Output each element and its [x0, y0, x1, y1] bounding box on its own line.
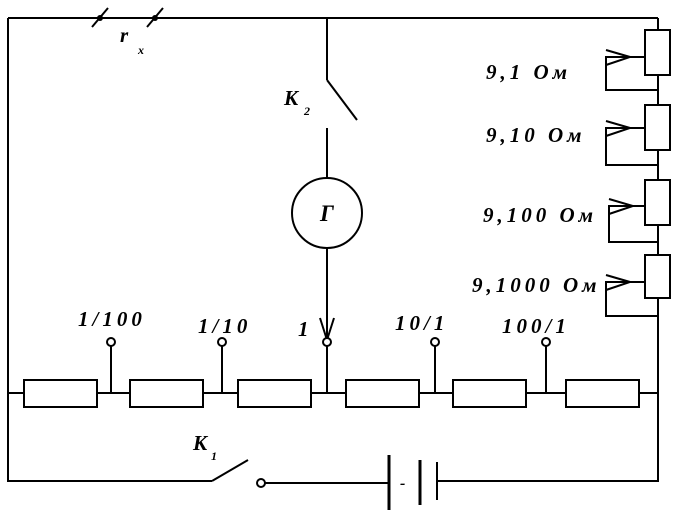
k1-label-sub: 1 [211, 449, 217, 463]
ratio-tap-100-1 [541, 337, 551, 393]
k1-label: К [192, 431, 211, 455]
ratio-tap-1-10 [217, 337, 227, 393]
ratio-label-1: 1 [298, 317, 313, 341]
ratio-resistor-1 [23, 379, 98, 408]
ratio-resistor-6 [565, 379, 640, 408]
ratio-resistor-5 [452, 379, 527, 408]
ratio-label-1-100: 1/100 [78, 307, 146, 331]
decade-rheostat-4 [605, 254, 671, 317]
right-wire-lower [437, 298, 659, 482]
decade-rheostat-3 [608, 179, 671, 255]
k2-label-sub: 2 [303, 104, 310, 118]
decade-rheostat-2 [605, 104, 671, 180]
decade-label-3: 9,100 Ом [483, 203, 597, 227]
ratio-tap-1-100 [106, 337, 116, 393]
decade-label-2: 9,10 Ом [486, 123, 586, 147]
ratio-label-100-1: 100/1 [502, 314, 570, 338]
decade-label-1: 9,1 Ом [486, 60, 571, 84]
decade-rheostat-1 [605, 29, 671, 105]
switch-k2-blade [326, 79, 358, 121]
galvanometer-label: Г [319, 201, 334, 226]
left-wire [7, 18, 212, 482]
switch-k1-blade [211, 459, 249, 482]
decade-label-4: 9,1000 Ом [472, 273, 601, 297]
k2-label: К [283, 86, 302, 110]
ratio-resistor-3 [237, 379, 312, 408]
ratio-tap-1 [322, 337, 332, 393]
ratio-resistor-4 [345, 379, 420, 408]
ratio-label-1-10: 1/10 [198, 314, 251, 338]
rx-label: r [120, 23, 132, 47]
ratio-resistor-2 [129, 379, 204, 408]
rx-label-sub: x [137, 43, 144, 57]
ratio-tap-10-1 [430, 337, 440, 393]
switch-k1-contact [256, 478, 266, 488]
battery-polarity-label: - [400, 475, 405, 492]
unknown-resistor-rx [91, 7, 164, 28]
ratio-label-10-1: 10/1 [395, 311, 448, 335]
